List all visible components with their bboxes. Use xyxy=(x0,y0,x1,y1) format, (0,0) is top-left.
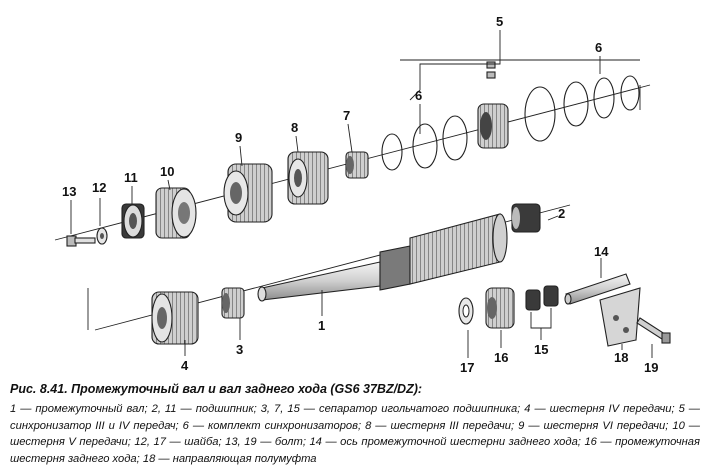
part-6-synchronizer-set-left xyxy=(381,115,468,171)
part-15-needle-bearings xyxy=(525,285,559,311)
caption-legend: 1 — промежуточный вал; 2, 11 — подшипник… xyxy=(10,403,700,465)
leader-lines xyxy=(70,30,653,358)
callout-9: 9 xyxy=(235,130,242,145)
callout-19: 19 xyxy=(644,360,658,375)
part-16-reverse-gear xyxy=(485,287,515,329)
part-17-washer xyxy=(458,297,474,325)
callout-3: 3 xyxy=(236,342,243,357)
part-14-reverse-shaft xyxy=(564,273,631,305)
part-2-bearing xyxy=(511,203,541,233)
part-10-gear xyxy=(155,187,197,239)
part-3-needle-bearing xyxy=(221,287,245,319)
part-9-gear xyxy=(223,163,273,223)
part-12-washer xyxy=(96,227,108,245)
callout-labels: 13 12 11 10 9 8 7 6 5 6 2 1 14 4 3 17 16… xyxy=(62,14,658,375)
callout-11: 11 xyxy=(124,170,138,185)
callout-5: 5 xyxy=(496,14,503,29)
part-7-needle-bearing xyxy=(345,151,369,179)
callout-18: 18 xyxy=(614,350,628,365)
part-6-synchronizer-set-right xyxy=(524,75,640,142)
caption-title: Рис. 8.41. Промежуточный вал и вал задне… xyxy=(10,382,423,396)
callout-15: 15 xyxy=(534,342,548,357)
callout-13: 13 xyxy=(62,184,76,199)
callout-12: 12 xyxy=(92,180,106,195)
exploded-view-diagram: 13 12 11 10 9 8 7 6 5 6 2 1 14 4 3 17 16… xyxy=(54,14,671,375)
part-5-synchronizer xyxy=(477,61,509,149)
part-18-guide-half-coupling xyxy=(599,287,641,347)
callout-7: 7 xyxy=(343,108,350,123)
part-11-bearing xyxy=(121,203,145,239)
part-8-gear xyxy=(287,151,329,205)
callout-14: 14 xyxy=(594,244,609,259)
part-13-bolt xyxy=(66,235,96,247)
callout-6-left: 6 xyxy=(415,88,422,103)
part-19-bolt xyxy=(636,317,671,344)
callout-17: 17 xyxy=(460,360,474,375)
callout-10: 10 xyxy=(160,164,174,179)
figure-caption: Рис. 8.41. Промежуточный вал и вал задне… xyxy=(10,382,700,466)
callout-6-right: 6 xyxy=(595,40,602,55)
part-1-countershaft xyxy=(257,213,508,302)
callout-2: 2 xyxy=(558,206,565,221)
part-4-gear xyxy=(151,291,199,345)
callout-16: 16 xyxy=(494,350,508,365)
callout-4: 4 xyxy=(181,358,189,373)
callout-1: 1 xyxy=(318,318,325,333)
callout-8: 8 xyxy=(291,120,298,135)
